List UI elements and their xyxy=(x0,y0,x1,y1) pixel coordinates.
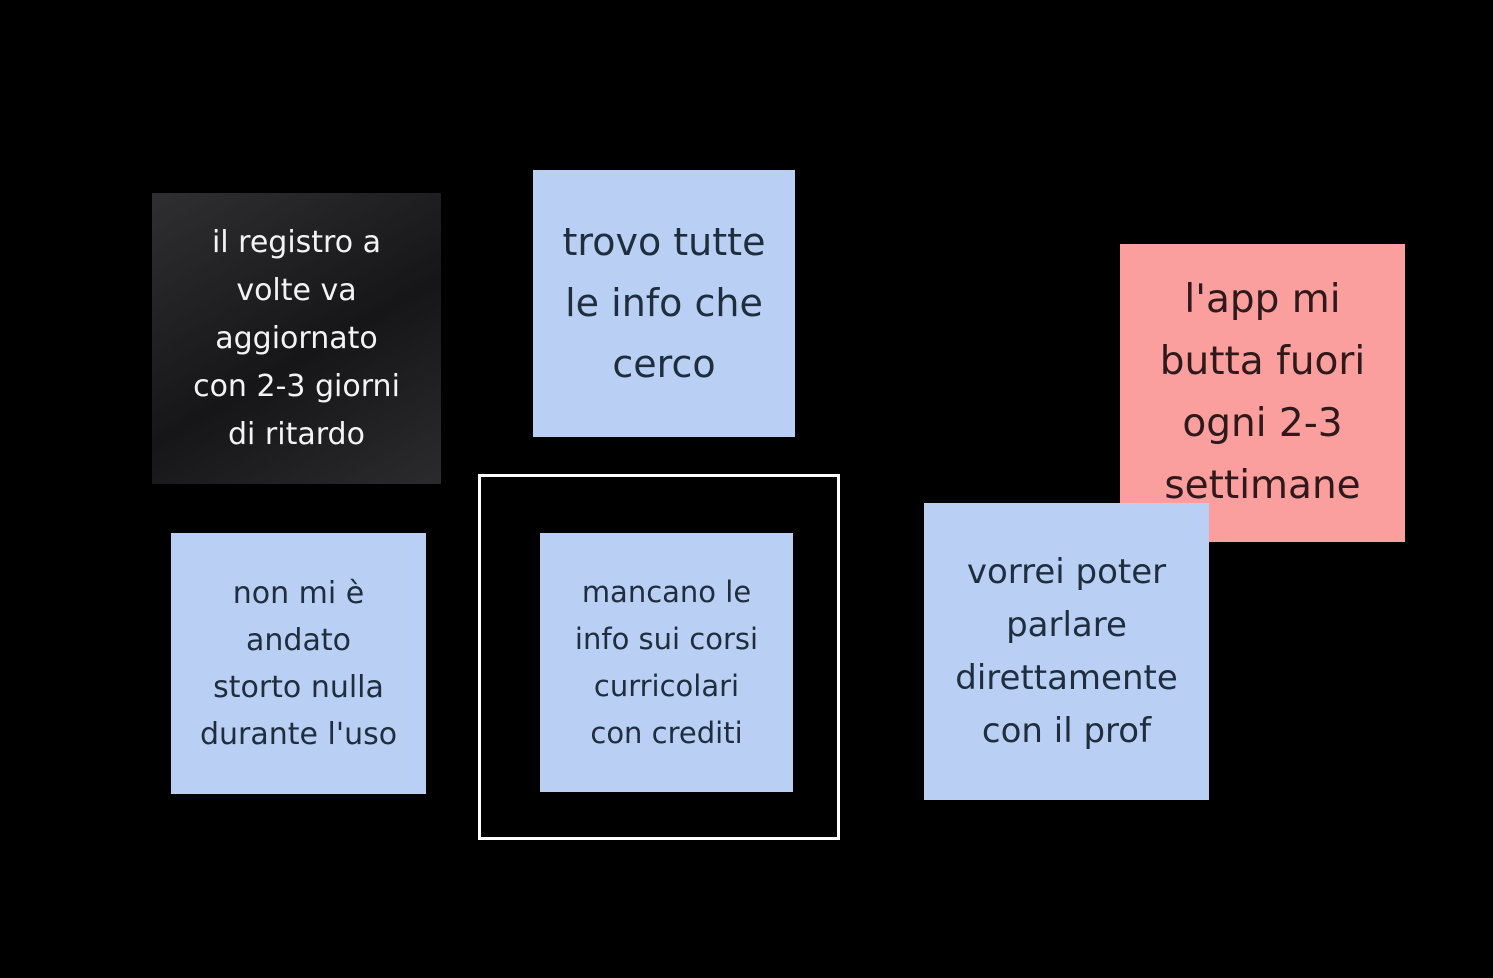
sticky-note-non-text: non mi è andato storto nulla durante l'u… xyxy=(199,575,398,752)
sticky-note-trovo[interactable]: trovo tutte le info che cerco xyxy=(533,170,795,437)
sticky-note-mancano-text: mancano le info sui corsi curricolari co… xyxy=(574,574,759,750)
sticky-note-vorrei[interactable]: vorrei poter parlare direttamente con il… xyxy=(924,503,1209,800)
sticky-note-app[interactable]: l'app mi butta fuori ogni 2-3 settimane xyxy=(1120,244,1405,542)
sticky-note-registro[interactable]: il registro a volte va aggiornato con 2-… xyxy=(152,193,441,484)
sticky-note-non[interactable]: non mi è andato storto nulla durante l'u… xyxy=(171,533,426,794)
selection-outline xyxy=(478,474,840,840)
sticky-note-registro-text: il registro a volte va aggiornato con 2-… xyxy=(193,224,400,452)
sticky-note-trovo-text: trovo tutte le info che cerco xyxy=(562,220,766,386)
sticky-note-mancano[interactable]: mancano le info sui corsi curricolari co… xyxy=(540,533,793,792)
sticky-note-app-text: l'app mi butta fuori ogni 2-3 settimane xyxy=(1159,277,1366,508)
sticky-note-vorrei-text: vorrei poter parlare direttamente con il… xyxy=(955,551,1178,751)
